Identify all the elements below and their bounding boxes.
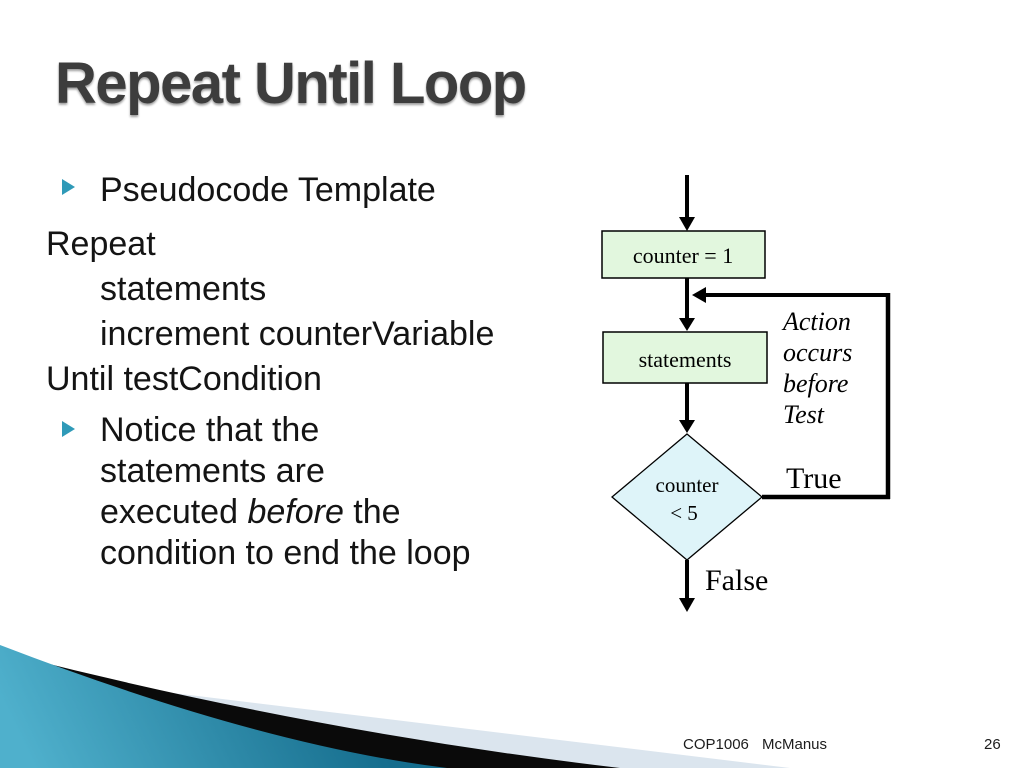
bullet-text: Pseudocode Template bbox=[100, 171, 436, 209]
init-box bbox=[601, 230, 766, 279]
decoration-black-wedge bbox=[0, 658, 620, 768]
pseudocode-line-repeat: Repeat bbox=[46, 225, 156, 263]
decision-diamond bbox=[610, 433, 764, 561]
pseudocode-line-statements: statements bbox=[100, 270, 267, 308]
init-box-label: counter = 1 bbox=[633, 243, 733, 268]
decoration-light-wedge bbox=[0, 672, 790, 768]
decision-label-line2: < 5 bbox=[670, 501, 698, 525]
notice-line-4: condition to end the loop bbox=[100, 534, 471, 572]
bullet-item-notice: Notice that the statements are executed … bbox=[62, 410, 471, 574]
notice-line-3-post: the bbox=[343, 493, 401, 531]
decoration-teal-wedge bbox=[0, 645, 447, 768]
arrowhead-down-icon bbox=[679, 318, 695, 331]
statements-box-label: statements bbox=[639, 347, 732, 372]
false-label: False bbox=[705, 564, 768, 597]
true-label: True bbox=[786, 462, 842, 495]
arrowhead-down-icon bbox=[679, 598, 695, 612]
annotation-line-2: occurs bbox=[783, 338, 852, 367]
notice-line-3-italic: before bbox=[247, 493, 344, 531]
arrowhead-left-icon bbox=[692, 287, 706, 303]
bullet-triangle-icon bbox=[62, 179, 75, 195]
notice-line-3: executed before the bbox=[100, 492, 471, 533]
notice-line-1: Notice that the bbox=[100, 411, 320, 449]
notice-line-2: statements are bbox=[100, 452, 325, 490]
annotation-line-4: Test bbox=[783, 400, 825, 429]
annotation-line-1: Action bbox=[781, 307, 851, 336]
bullet-item-pseudocode: Pseudocode Template bbox=[62, 168, 436, 212]
slide-title: Repeat Until Loop bbox=[55, 51, 527, 116]
notice-line-3-pre: executed bbox=[100, 493, 248, 531]
decision-label-line1: counter bbox=[656, 473, 719, 497]
arrowhead-down-icon bbox=[679, 420, 695, 433]
pseudocode-line-until: Until testCondition bbox=[46, 360, 322, 398]
bullet-triangle-icon bbox=[62, 421, 75, 437]
footer-page-number: 26 bbox=[984, 736, 1001, 753]
pseudocode-line-increment: increment counterVariable bbox=[100, 315, 495, 353]
notice-text: Notice that the statements are executed … bbox=[100, 410, 471, 574]
statements-box bbox=[602, 331, 768, 384]
footer-course: COP1006 bbox=[683, 736, 749, 753]
arrowhead-down-icon bbox=[679, 217, 695, 231]
footer-author: McManus bbox=[762, 736, 828, 753]
annotation-line-3: before bbox=[783, 369, 848, 398]
